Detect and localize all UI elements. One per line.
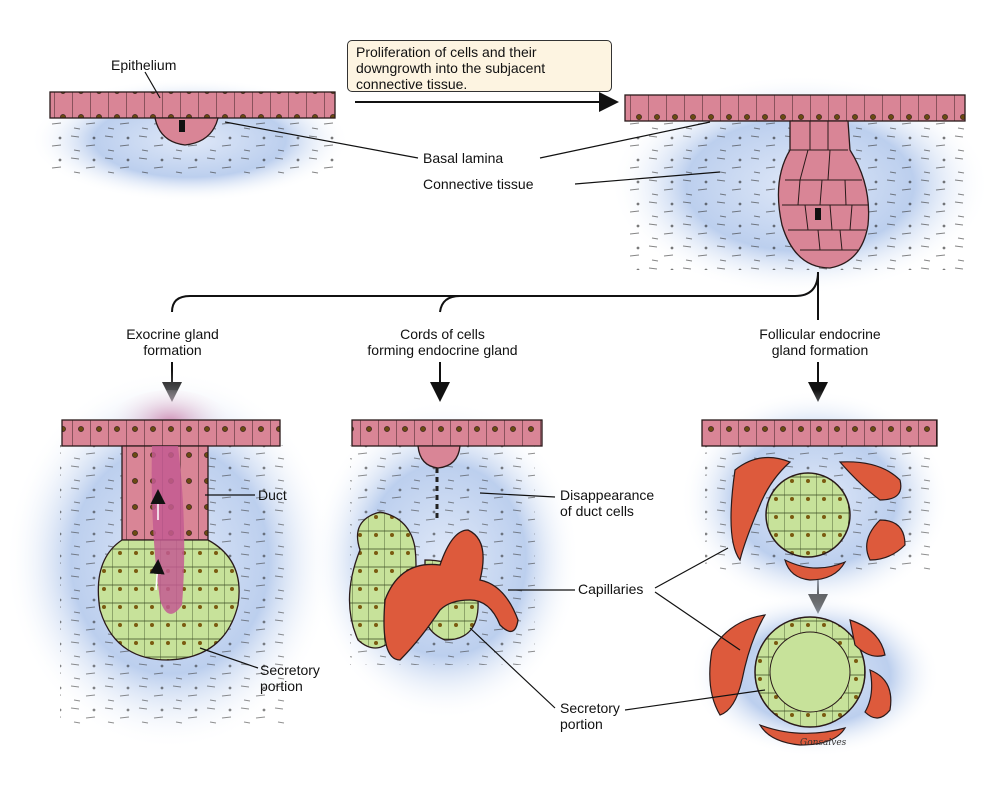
- label-basal-lamina: Basal lamina: [423, 150, 504, 166]
- label-follicular-line-2: gland formation: [771, 342, 869, 358]
- panel-exocrine: [5, 370, 335, 750]
- label-duct: Duct: [258, 487, 287, 503]
- label-cords: Cords of cells forming endocrine gland: [365, 326, 520, 358]
- label-exocrine-line-1: Exocrine gland: [126, 326, 219, 342]
- label-exocrine: Exocrine gland formation: [105, 326, 240, 358]
- panel-downgrowth: [610, 75, 990, 295]
- label-disappearance-line-2: of duct cells: [560, 503, 634, 519]
- callout-line-1: Proliferation of cells and their: [356, 44, 537, 60]
- label-secretory-left-line-2: portion: [260, 678, 303, 694]
- label-secretory-left: Secretory portion: [260, 662, 320, 694]
- label-disappearance-line-1: Disappearance: [560, 487, 655, 503]
- label-follicular-line-1: Follicular endocrine: [759, 326, 881, 342]
- panel-follicular-top: [680, 390, 950, 610]
- label-secretory-mid-line-2: portion: [560, 716, 603, 732]
- artist-signature: Gonsalves: [800, 738, 847, 748]
- label-disappearance: Disappearance of duct cells: [560, 487, 654, 519]
- label-cords-line-1: Cords of cells: [400, 326, 485, 342]
- callout-line-2: downgrowth into the subjacent: [356, 60, 546, 76]
- label-secretory-mid-line-1: Secretory: [560, 700, 620, 716]
- label-connective-tissue: Connective tissue: [423, 176, 534, 192]
- panel-cords: [310, 400, 580, 720]
- label-capillaries: Capillaries: [578, 581, 644, 597]
- panel-initial-epithelium: [30, 78, 350, 202]
- branch-lines: [171, 271, 819, 320]
- callout-line-3: connective tissue.: [356, 76, 468, 92]
- label-cords-line-2: forming endocrine gland: [367, 342, 518, 358]
- callout-proliferation: Proliferation of cells and their downgro…: [347, 40, 612, 92]
- label-secretory-left-line-1: Secretory: [260, 662, 320, 678]
- label-secretory-mid: Secretory portion: [560, 700, 620, 732]
- leader-lines: [144, 71, 766, 711]
- label-exocrine-line-2: formation: [143, 342, 202, 358]
- label-follicular: Follicular endocrine gland formation: [740, 326, 900, 358]
- panel-follicular-bottom: [690, 593, 940, 757]
- label-epithelium: Epithelium: [111, 57, 177, 73]
